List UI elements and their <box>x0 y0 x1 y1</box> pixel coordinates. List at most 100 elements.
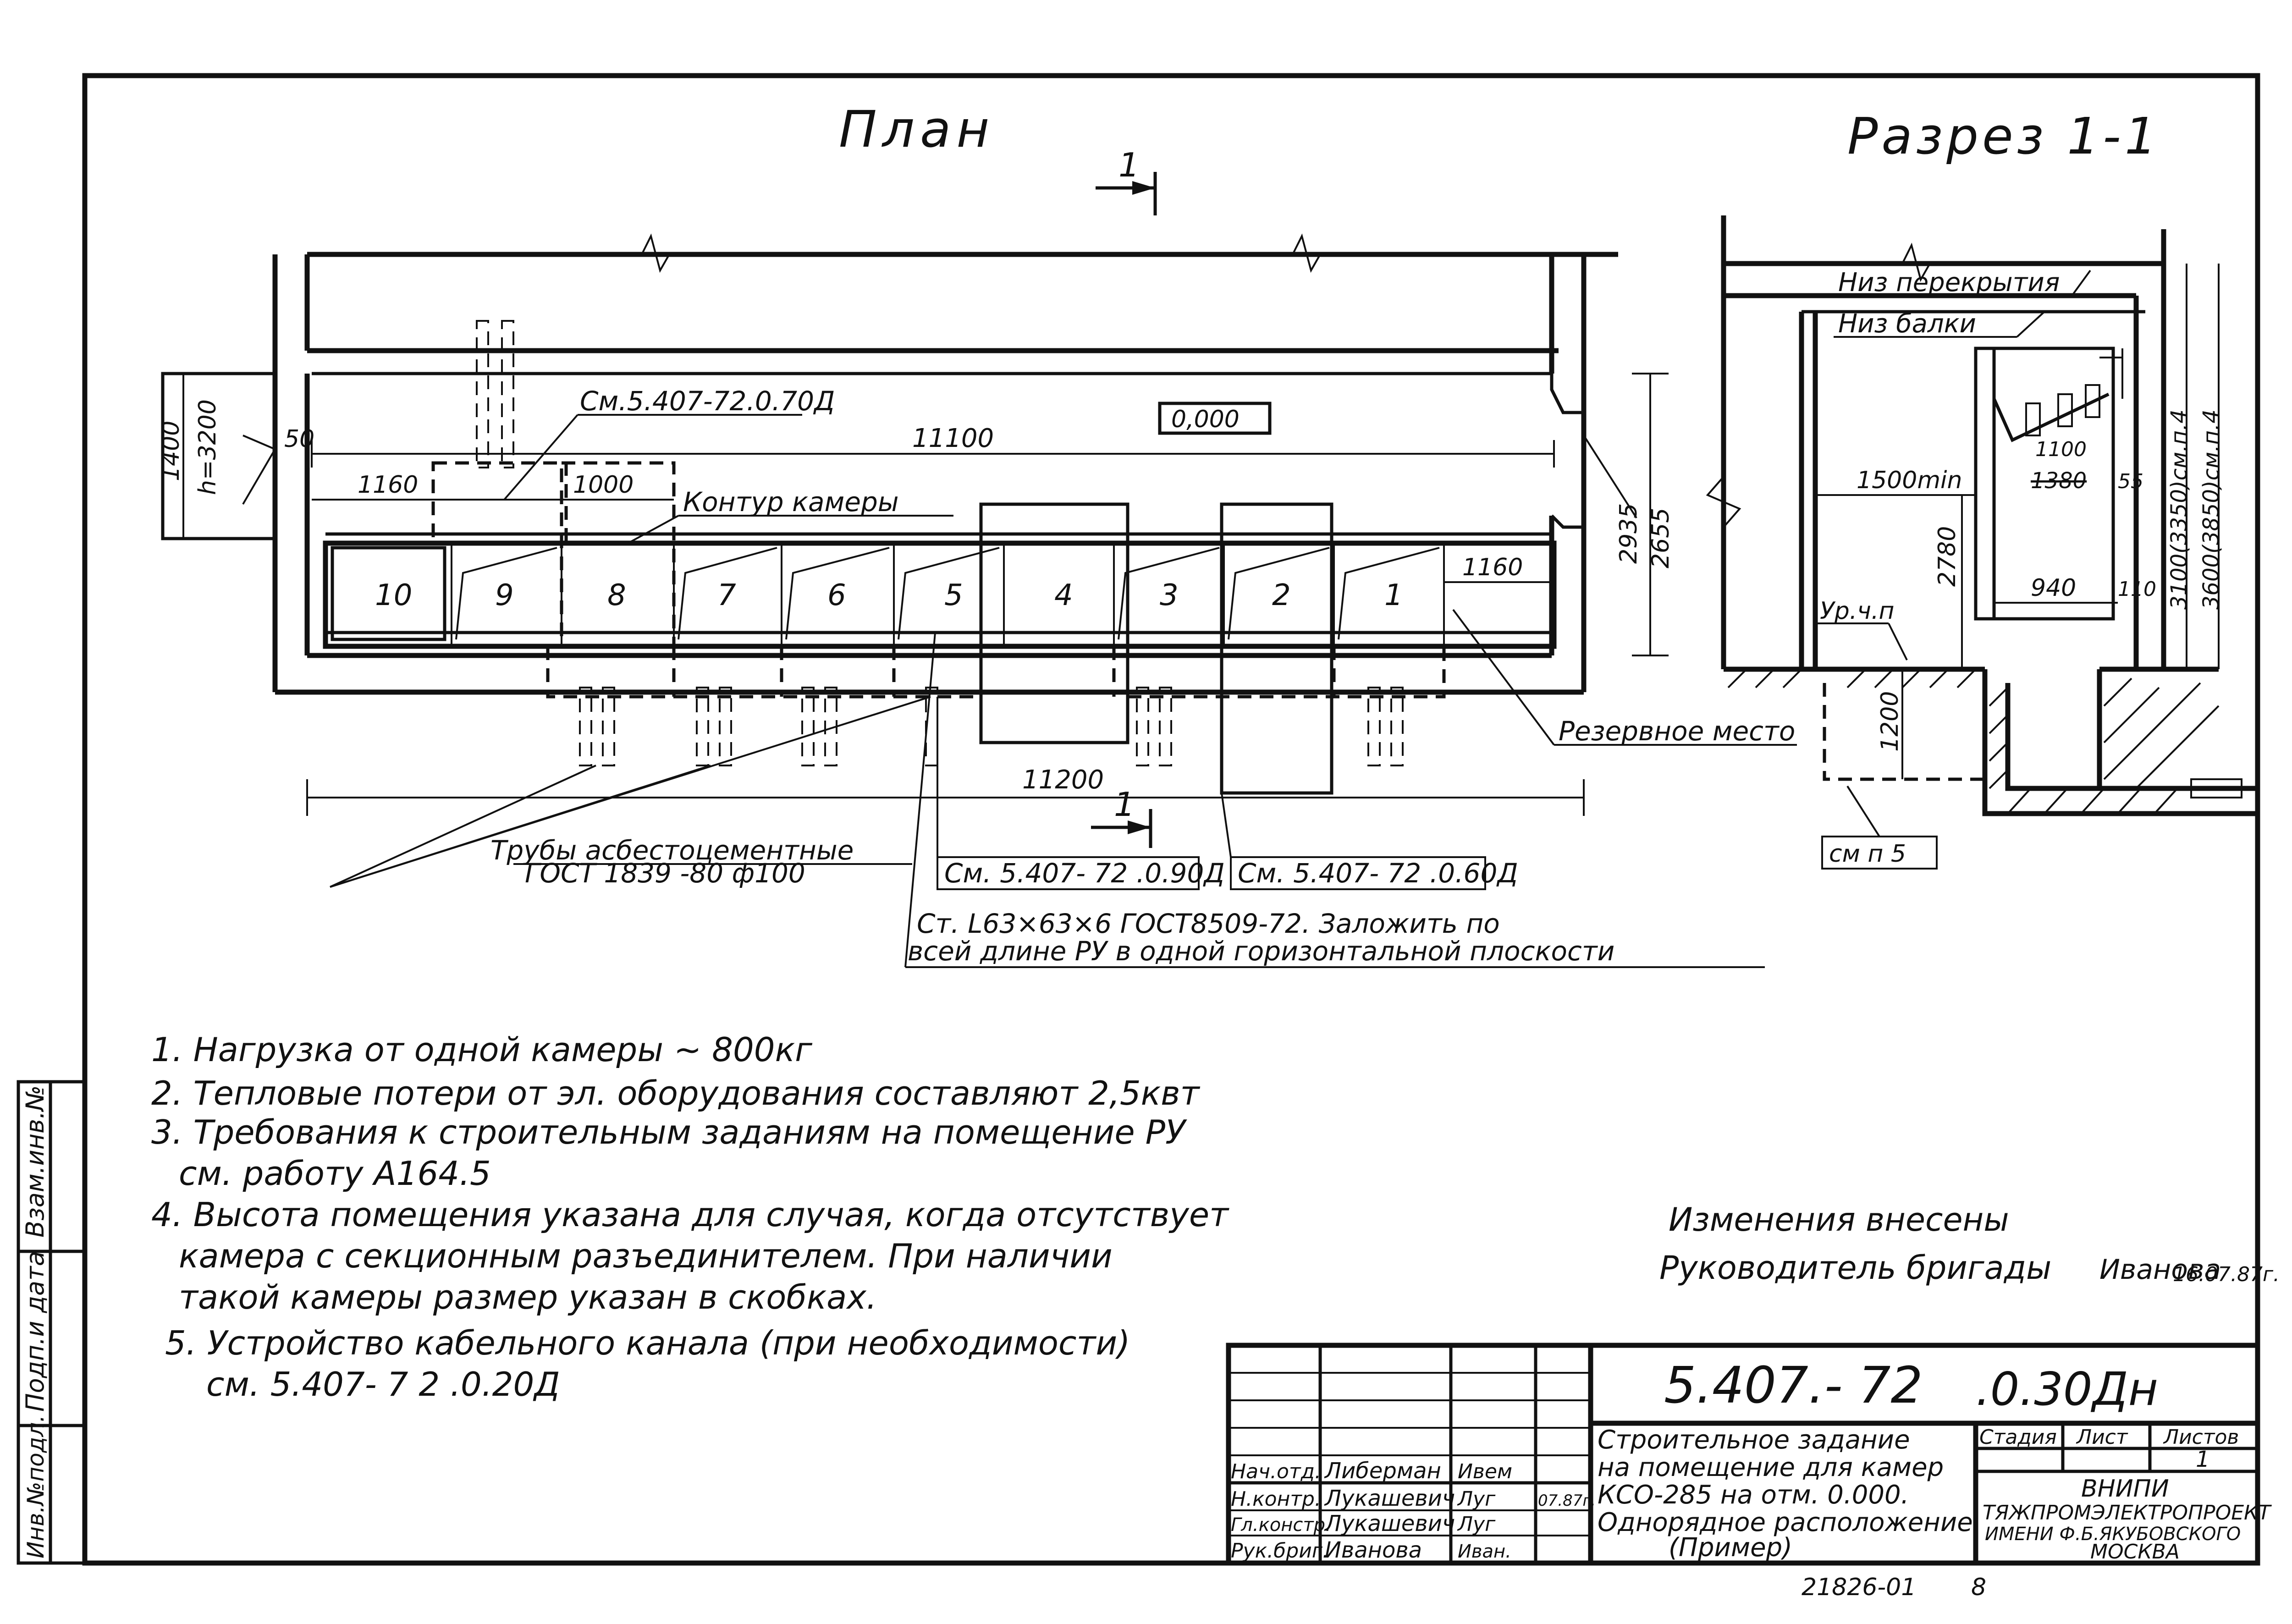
note-line: 4. Высота помещения указана для случая, … <box>151 1195 1229 1234</box>
section-dimensions: Низ перекрытия Низ балки 1500min 1100 13… <box>1815 264 2224 870</box>
plan-dimensions: 11100 50 1160 1000 1160 11200 1400 h=320… <box>157 373 1675 816</box>
title-line: (Пример) <box>1669 1533 1792 1563</box>
chamber-label: 8 <box>607 578 626 612</box>
dim-1400: 1400 <box>157 421 185 481</box>
changes-line-1: Изменения внесены <box>1669 1201 2009 1239</box>
sheet-code: .0.30Дн <box>1976 1362 2158 1416</box>
role-label: Рук.бриг. <box>1231 1539 1329 1563</box>
dim-110: 110 <box>2118 578 2156 601</box>
dim-2935: 2935 <box>1615 503 1642 564</box>
level-mark: 0,000 <box>1171 406 1240 433</box>
bottom-number: 21826-01 <box>1802 1574 1916 1601</box>
role-name: Иванова <box>1325 1537 1422 1563</box>
side-stamp-col3: Инв.№подл. <box>22 1415 49 1558</box>
chamber-label: 7 <box>717 578 736 612</box>
dim-h3200: h=3200 <box>194 399 221 495</box>
dim-1100: 1100 <box>2035 438 2087 461</box>
role-name: Либерман <box>1324 1458 1441 1484</box>
reserve-place-label: Резервное место <box>1559 716 1795 747</box>
dim-1380: 1380 <box>2031 468 2087 494</box>
role-label: Гл.констр. <box>1231 1514 1331 1536</box>
side-stamp-col1: Взам.инв.№ <box>21 1085 50 1238</box>
title-line: Однорядное расположение <box>1598 1508 1973 1537</box>
level-mark-box <box>1158 402 1272 435</box>
chamber-label: 9 <box>495 578 514 612</box>
role-name: Лукашевич <box>1324 1511 1455 1536</box>
plan-chamber-row <box>323 461 1557 795</box>
chamber-label: 4 <box>1054 578 1073 612</box>
changes-date: 16.07.87г. <box>2173 1263 2280 1286</box>
dim-3100: 3100(3350)см.п.4 <box>2166 409 2192 610</box>
title-line: КСО-285 на отм. 0.000. <box>1598 1480 1909 1510</box>
dim-940: 940 <box>2031 574 2076 602</box>
ref-060: См. 5.407- 72 .0.60Д <box>1238 858 1518 889</box>
role-sign: Ивем <box>1458 1460 1512 1483</box>
chamber-label: 10 <box>375 578 412 612</box>
note-line: 1. Нагрузка от одной камеры ~ 800кг <box>151 1030 813 1069</box>
note-line: такой камеры размер указан в скобках. <box>179 1278 877 1316</box>
notes: 1. Нагрузка от одной камеры ~ 800кг 2. Т… <box>151 1030 1229 1404</box>
pipes-label-2: ГОСТ 1839 -80 ф100 <box>525 858 805 889</box>
dim-1000: 1000 <box>573 471 634 499</box>
org-line: МОСКВА <box>2090 1540 2180 1563</box>
note-line: 3. Требования к строительным заданиям на… <box>151 1113 1187 1151</box>
chamber-numbers: 10 9 8 7 6 5 4 3 2 1 <box>375 578 1403 612</box>
dim-11100: 11100 <box>912 424 994 453</box>
pipes-label-1: Трубы асбестоцементные <box>490 835 854 866</box>
dim-1160-right: 1160 <box>1462 554 1523 581</box>
title-line: на помещение для камер <box>1598 1453 1944 1482</box>
dim-2655: 2655 <box>1647 508 1675 568</box>
col-header-sheet: Лист <box>2076 1426 2128 1449</box>
changes-line-2: Руководитель бригады <box>1659 1249 2051 1287</box>
plan-title: План <box>839 100 995 159</box>
note-line: см. работу А164.5 <box>179 1154 491 1193</box>
side-stamp-col2: Подп.и дата <box>21 1251 50 1412</box>
dim-50: 50 <box>284 425 314 453</box>
angle-label-1: Ст. L63×63×6 ГОСТ8509-72. Заложить по <box>917 908 1500 939</box>
org-line: ИМЕНИ Ф.Б.ЯКУБОВСКОГО <box>1985 1524 2241 1545</box>
chamber-label: 5 <box>944 578 963 612</box>
section-cut-mark-top: 1 <box>1096 146 1157 215</box>
plan-pipes <box>476 320 1404 766</box>
dim-1200: 1200 <box>1876 691 1904 752</box>
role-label: Н.контр. <box>1231 1487 1321 1511</box>
plan-walls <box>161 233 1618 695</box>
bottom-page: 8 <box>1971 1574 1986 1601</box>
note-line: 2. Тепловые потери от эл. оборудования с… <box>151 1074 1201 1112</box>
ref-090: См. 5.407- 72 .0.90Д <box>944 858 1225 889</box>
ref-070: См.5.407-72.0.70Д <box>580 385 835 417</box>
chamber-label: 1 <box>1384 578 1403 612</box>
note-line: 5. Устройство кабельного канала (при нео… <box>165 1324 1130 1362</box>
sheet-frame <box>82 73 2260 1566</box>
section-title: Разрез 1-1 <box>1847 107 2160 165</box>
dim-55: 55 <box>2118 470 2143 493</box>
role-name: Лукашевич <box>1324 1486 1455 1511</box>
role-sign: Иван. <box>1458 1541 1511 1562</box>
see-p5-label: см п 5 <box>1829 840 1906 868</box>
org-line: ВНИПИ <box>2081 1475 2169 1503</box>
svg-text:1: 1 <box>1114 785 1135 824</box>
dim-3600: 3600(3850)см.п.4 <box>2198 409 2224 610</box>
dim-11200: 11200 <box>1022 765 1104 795</box>
col-header-sheets: Листов <box>2163 1426 2239 1449</box>
plan-cable-trench <box>546 646 1446 699</box>
note-line: камера с секционным разъединителем. При … <box>179 1237 1113 1275</box>
dim-1500: 1500min <box>1857 467 1962 494</box>
doc-code: 5.407.- 72 <box>1664 1356 1923 1415</box>
svg-text:1: 1 <box>1118 146 1140 184</box>
dim-1160-left: 1160 <box>358 471 418 499</box>
title-line: Строительное задание <box>1598 1425 1910 1455</box>
side-stamp: Взам.инв.№ Подп.и дата Инв.№подл. <box>17 1080 87 1565</box>
chamber-label: 3 <box>1160 578 1179 612</box>
changes-note: Изменения внесены Руководитель бригады И… <box>1659 1201 2280 1287</box>
changes-signature: Иванова <box>2099 1254 2221 1286</box>
role-sign: Луг <box>1457 1487 1496 1511</box>
col-header-stage: Стадия <box>1979 1426 2057 1449</box>
beam-bottom-label: Низ балки <box>1838 309 1976 339</box>
note-line: см. 5.407- 7 2 .0.20Д <box>206 1365 560 1404</box>
section-cut-mark-bottom: 1 <box>1091 785 1152 848</box>
role-label: Нач.отд. <box>1231 1460 1321 1483</box>
angle-label-2: всей длине РУ в одной горизонтальной пло… <box>908 936 1614 967</box>
chamber-label: 2 <box>1272 578 1291 612</box>
